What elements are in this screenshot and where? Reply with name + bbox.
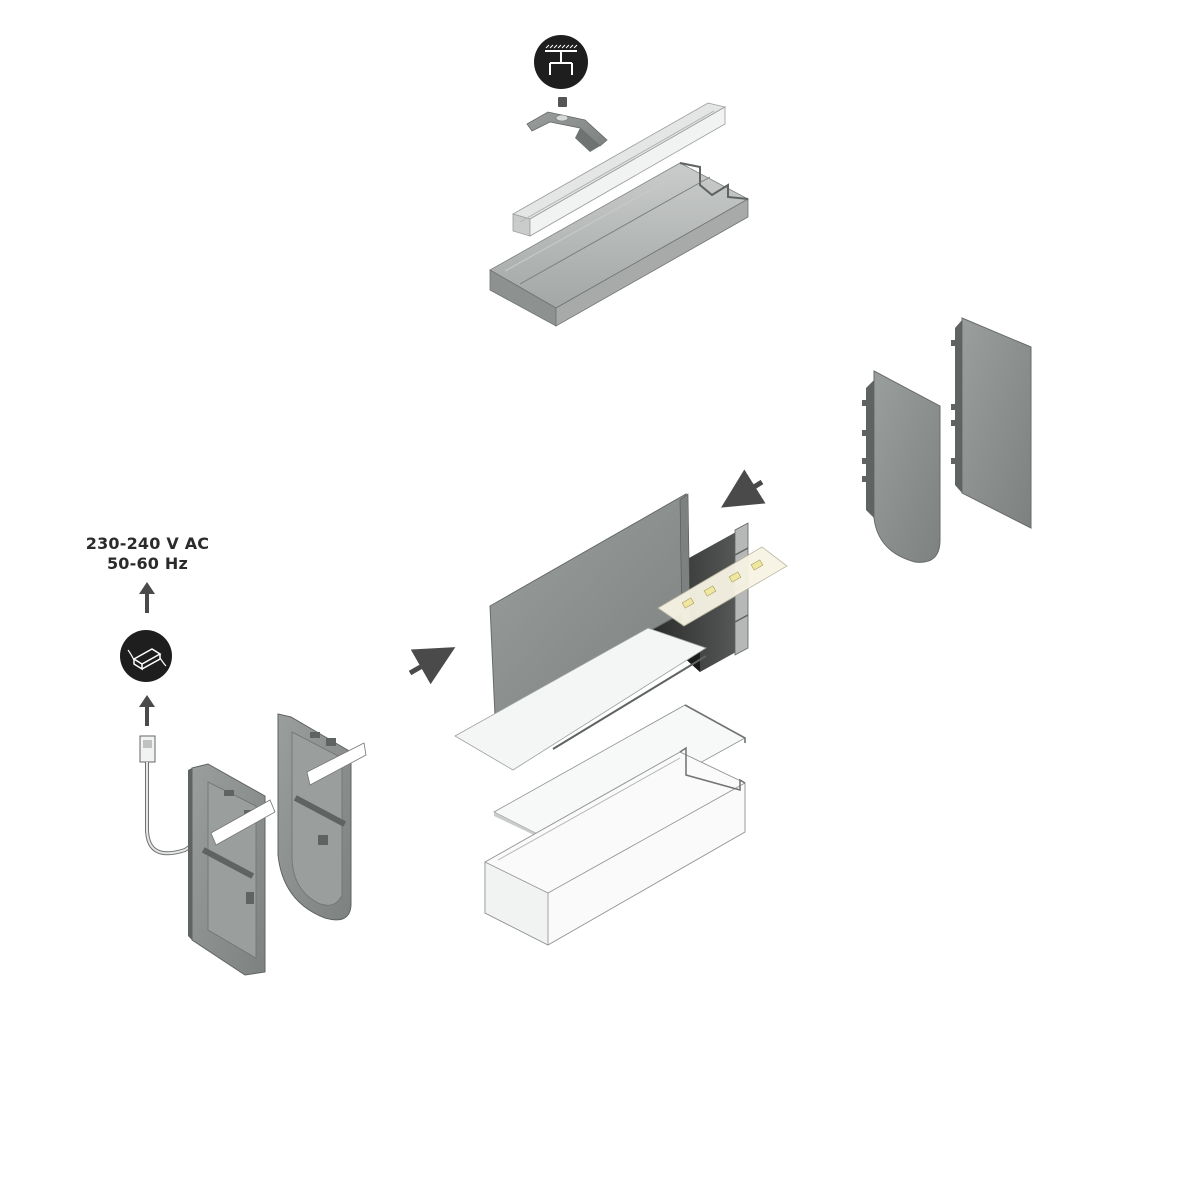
end-cap-front-left [188, 763, 276, 976]
frequency-label: 50-60 Hz [106, 554, 189, 573]
diffuser-sheet [454, 627, 707, 771]
mounting-bracket [526, 97, 608, 152]
ceiling-mount-icon [534, 35, 588, 89]
end-cap-rounded [862, 370, 941, 563]
end-cap-rounded-left [277, 713, 367, 921]
insert-arrow-left [408, 647, 456, 685]
led-strip [657, 546, 788, 627]
top-cover-profile [489, 162, 749, 327]
voltage-label: 230-240 V AC [85, 534, 210, 553]
up-arrow-upper [139, 582, 155, 613]
power-supply-icon [120, 630, 172, 682]
end-cap-flat [951, 317, 1032, 529]
bottom-diffuser-channel [484, 704, 746, 946]
mounting-rail [511, 102, 727, 237]
power-cable [139, 735, 216, 856]
up-arrow-lower [139, 695, 155, 726]
insert-arrow-right [721, 469, 766, 508]
